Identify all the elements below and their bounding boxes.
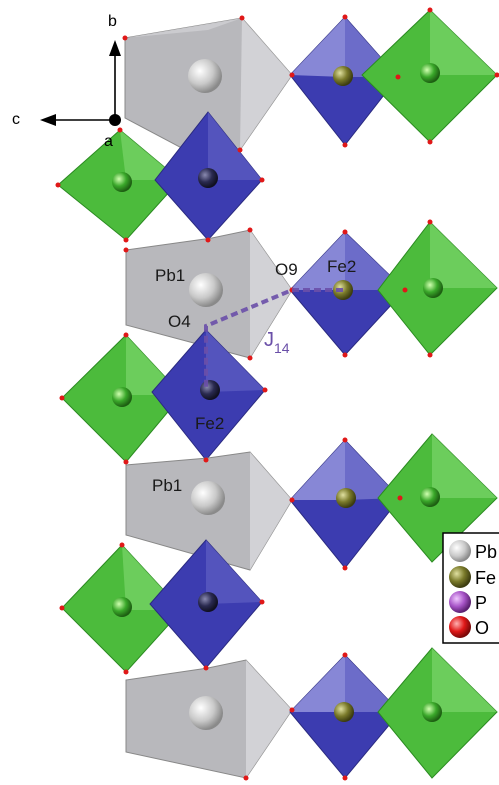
- fe-octahedron: [289, 16, 399, 146]
- p-atom-icon: [449, 591, 471, 613]
- oxygen-atoms: [55, 7, 499, 781]
- pb-atom-icon: [449, 540, 471, 562]
- axis-label-a: a: [104, 133, 113, 150]
- legend-label-fe: Fe: [475, 568, 496, 588]
- p-tetrahedron: [361, 9, 498, 143]
- exchange-subscript: 14: [274, 340, 290, 356]
- exchange-label: J14: [264, 329, 290, 356]
- pb-polyhedron: [125, 229, 293, 359]
- pb-polyhedron: [125, 659, 293, 779]
- p-tetrahedron: [377, 433, 498, 563]
- exchange-path-j14: [204, 288, 343, 390]
- atom-label-fe2: Fe2: [327, 257, 356, 276]
- p-tetrahedron: [377, 221, 498, 356]
- fe-octahedron: [149, 539, 263, 669]
- atom-label-pb1: Pb1: [155, 266, 185, 285]
- pb-polyhedron: [125, 451, 293, 571]
- legend-label-p: P: [475, 593, 487, 613]
- axis-label-b: b: [108, 13, 117, 30]
- exchange-symbol: J: [264, 329, 274, 351]
- fe-octahedron: [154, 111, 263, 241]
- atom-label-fe2: Fe2: [195, 414, 224, 433]
- atom-label-pb1: Pb1: [152, 476, 182, 495]
- fe-octahedron: [289, 654, 401, 779]
- atom-label-o4: O4: [168, 312, 191, 331]
- fe-atom-icon: [449, 566, 471, 588]
- legend-label-o: O: [475, 618, 489, 638]
- pb-polyhedron: [124, 17, 293, 163]
- legend: Pb Fe P O: [442, 532, 499, 644]
- axis-label-c: c: [12, 111, 20, 128]
- fe-octahedron: [151, 329, 266, 461]
- legend-label-pb: Pb: [475, 542, 497, 562]
- axis-indicator: [40, 40, 121, 126]
- p-tetrahedron: [61, 334, 183, 463]
- p-tetrahedron: [377, 647, 498, 779]
- o-atom-icon: [449, 616, 471, 638]
- atom-label-o9: O9: [275, 260, 298, 279]
- fe-octahedron: [289, 439, 401, 569]
